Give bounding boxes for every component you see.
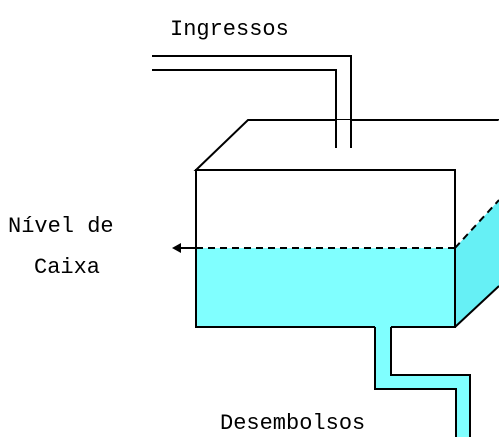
level-arrow-icon xyxy=(172,243,196,253)
tank-front-empty xyxy=(196,170,455,248)
cash-level-label-line2: Caixa xyxy=(34,255,100,280)
cash-level-label-line1: Nível de xyxy=(8,214,114,239)
tank-side-empty xyxy=(455,120,499,248)
tank-water xyxy=(196,248,455,327)
outflows-label: Desembolsos xyxy=(220,411,365,436)
inflows-label: Ingressos xyxy=(170,17,289,42)
outflow-pipe xyxy=(374,326,471,437)
